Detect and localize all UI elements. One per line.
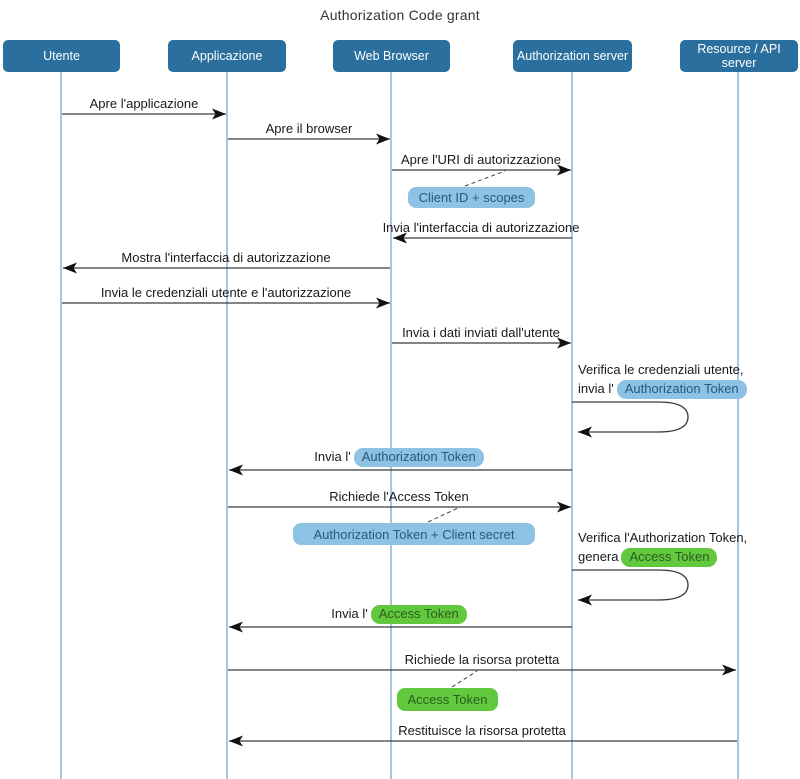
actor-authorization-server: Authorization server (513, 40, 632, 72)
self-message-0-line1: Verifica le credenziali utente, (578, 362, 744, 377)
self-loop-1 (572, 569, 689, 606)
note-connector-2 (451, 670, 478, 688)
actor-utente: Utente (3, 40, 120, 72)
message-label-8: Richiede l'Access Token (329, 489, 469, 504)
note-access-token: Access Token (397, 688, 498, 711)
note-client-id-scopes: Client ID + scopes (408, 187, 535, 208)
actor-applicazione: Applicazione (168, 40, 286, 72)
message-label-10: Richiede la risorsa protetta (404, 652, 560, 667)
message-label-0: Apre l'applicazione (89, 96, 199, 111)
note-authorization-token-client-secret: Authorization Token + Client secret (293, 523, 535, 545)
message-label-1: Apre il browser (265, 121, 353, 136)
actor-resource-api-server: Resource / API server (680, 40, 798, 72)
access-token-tag: Access Token (621, 548, 718, 567)
message-label-4: Mostra l'interfaccia di autorizzazione (121, 250, 331, 265)
note-connector-0 (464, 170, 506, 187)
note-connector-1 (427, 507, 459, 523)
self-message-0-line2: invia l'Authorization Token (578, 379, 747, 399)
access-token-tag: Access Token (370, 605, 467, 624)
message-label-5: Invia le credenziali utente e l'autorizz… (100, 285, 352, 300)
authorization-token-tag: Authorization Token (353, 448, 484, 467)
message-label-7: Invia l'Authorization Token (249, 448, 549, 467)
diagram-title: Authorization Code grant (320, 7, 480, 23)
actor-web-browser: Web Browser (333, 40, 450, 72)
self-message-1-line1: Verifica l'Authorization Token, (578, 530, 748, 545)
message-label-11: Restituisce la risorsa protetta (398, 723, 566, 738)
self-message-0: Verifica le credenziali utente, invia l'… (578, 360, 747, 399)
message-label-9: Invia l'Access Token (249, 605, 549, 624)
authorization-token-tag: Authorization Token (616, 380, 747, 399)
message-label-2: Apre l'URI di autorizzazione (401, 152, 561, 167)
message-label-6: Invia i dati inviati dall'utente (402, 325, 560, 340)
message-label-3: Invia l'interfaccia di autorizzazione (382, 220, 580, 235)
self-loop-0 (572, 401, 689, 438)
